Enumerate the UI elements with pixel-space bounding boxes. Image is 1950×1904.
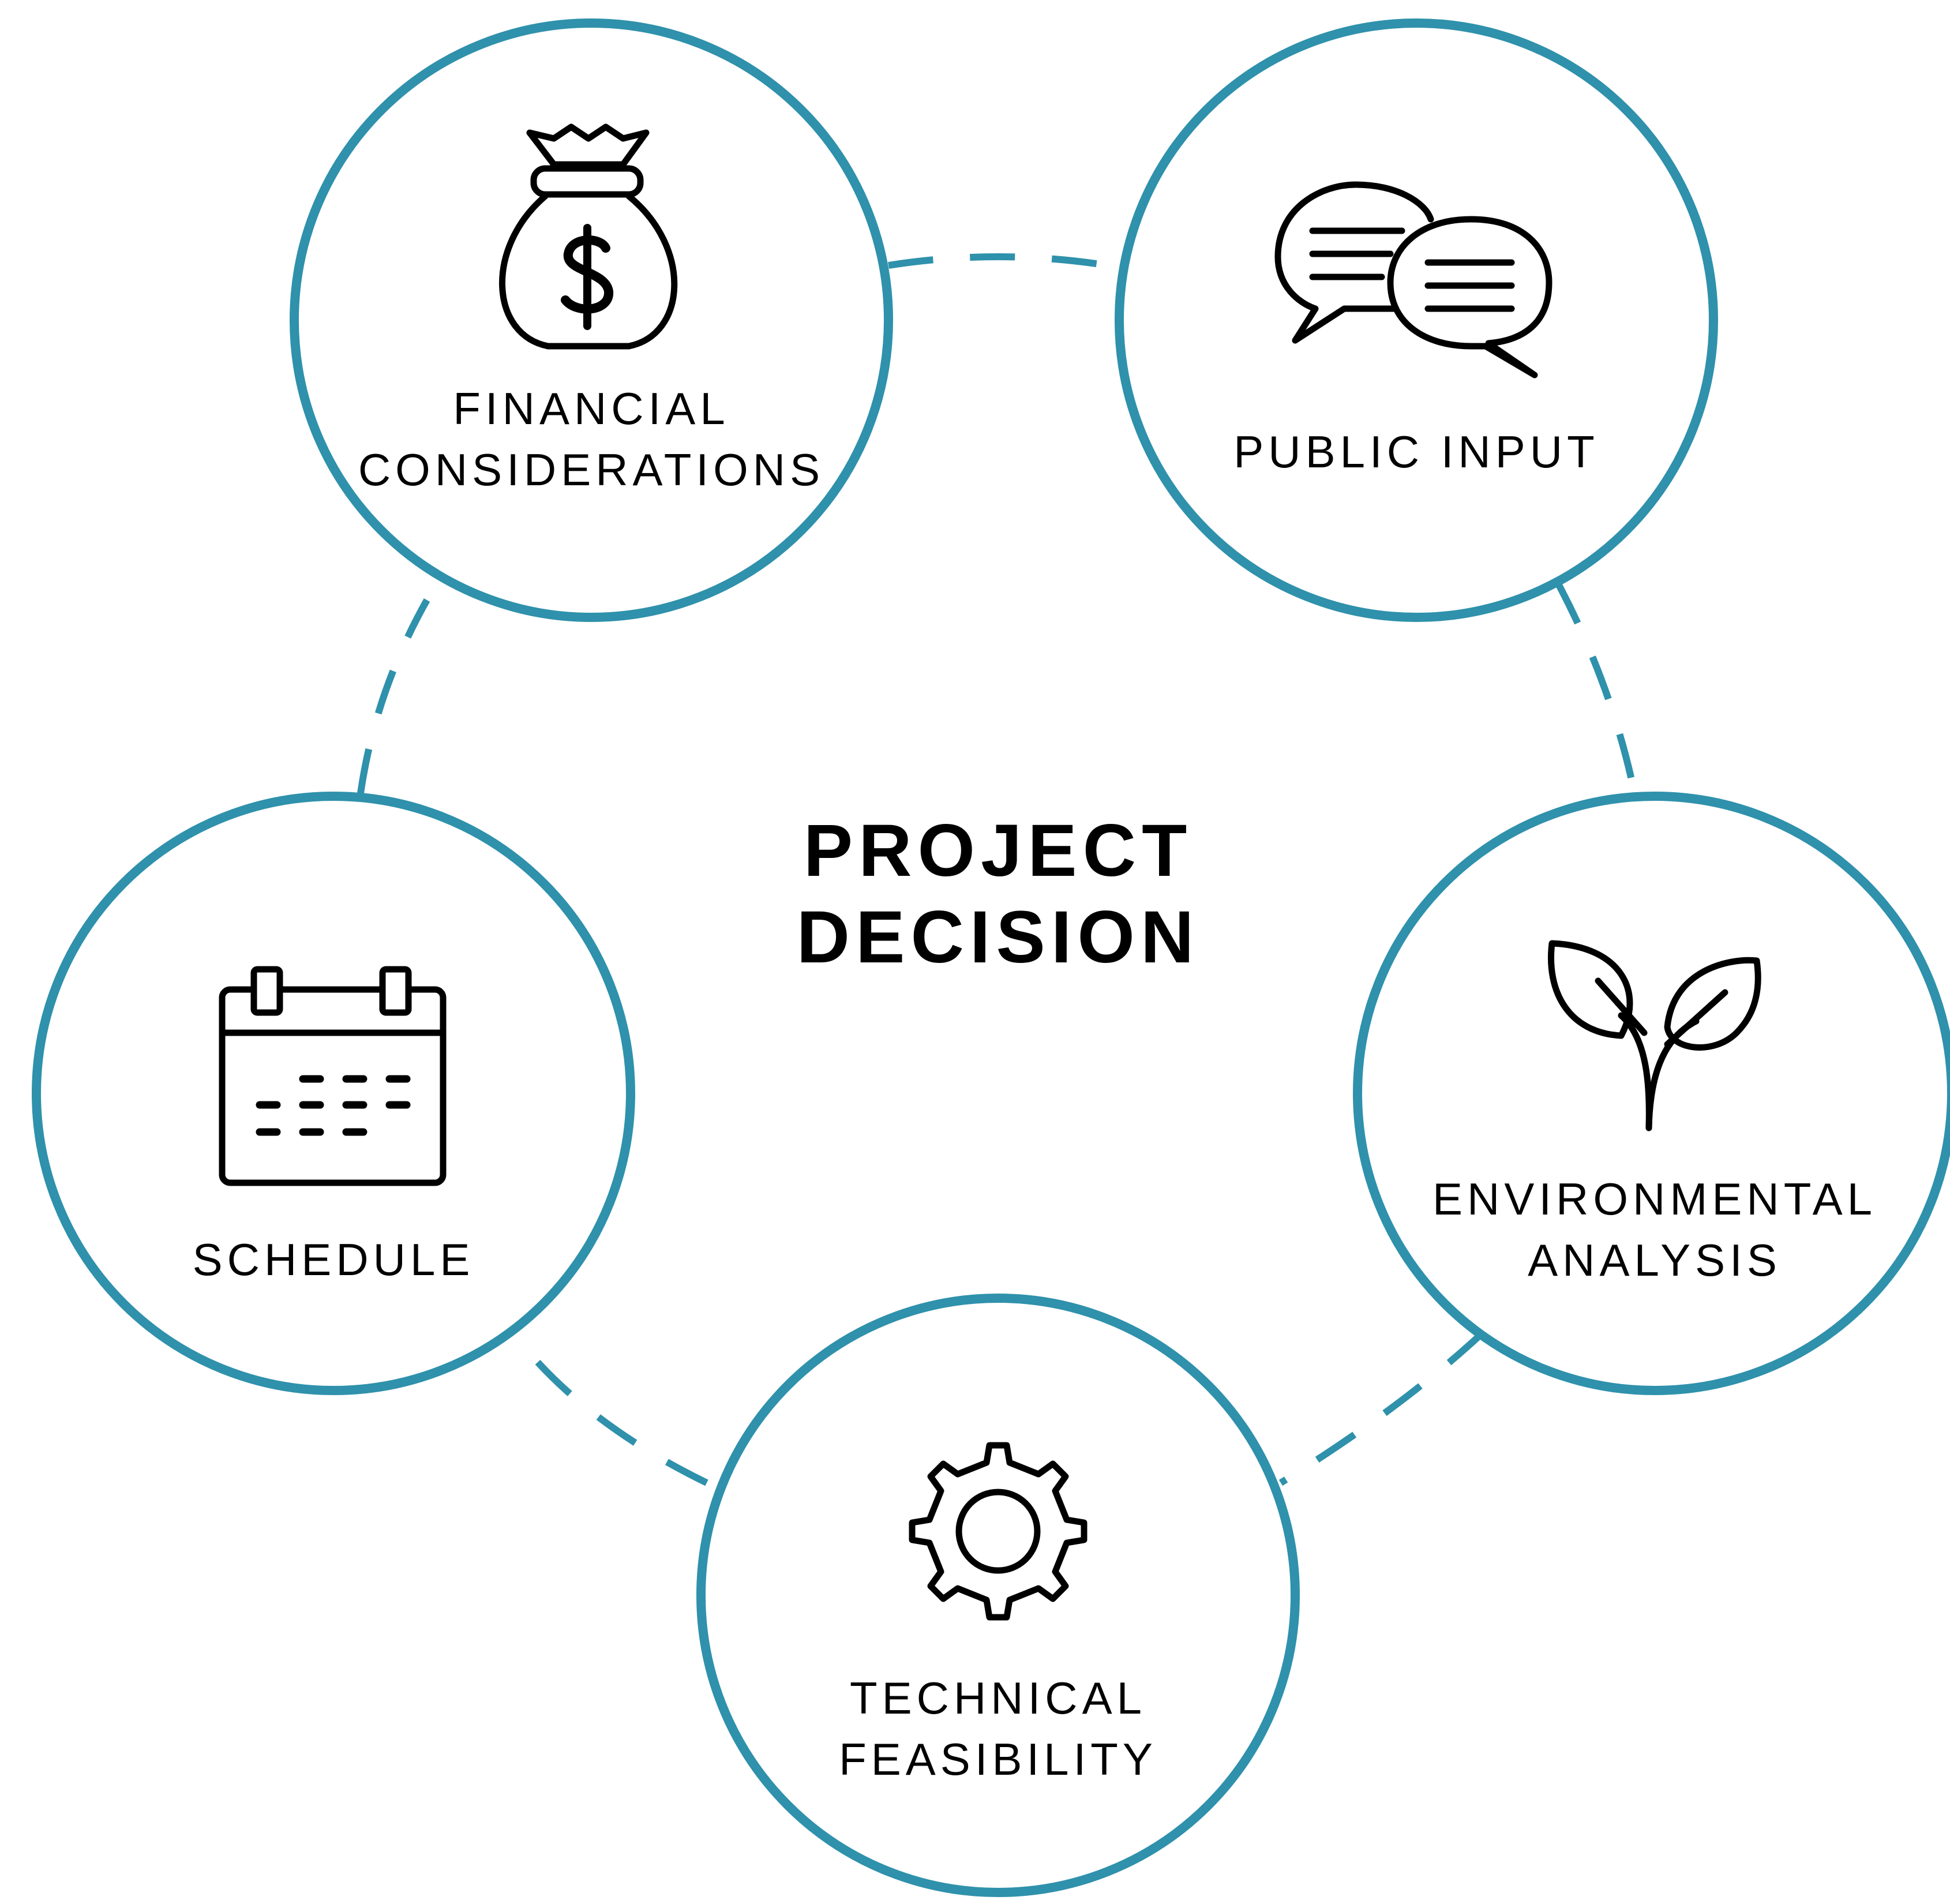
node-label-public: PUBLIC INPUT xyxy=(1157,421,1676,482)
node-label-financial-line-1: FINANCIAL xyxy=(453,383,730,434)
node-label-schedule-line-1: SCHEDULE xyxy=(192,1234,475,1285)
calendar-icon xyxy=(219,966,447,1186)
node-label-schedule: SCHEDULE xyxy=(74,1229,593,1290)
node-label-public-line-1: PUBLIC INPUT xyxy=(1233,426,1599,477)
sprout-icon xyxy=(1548,940,1761,1131)
gear-icon xyxy=(909,1442,1088,1621)
node-ring-environmental xyxy=(1353,792,1950,1395)
speech-bubbles-icon xyxy=(1274,181,1552,378)
node-label-technical-line-2: FEASIBILITY xyxy=(839,1734,1157,1785)
connector-schedule-financial xyxy=(357,598,430,794)
node-label-financial: FINANCIAL CONSIDERATIONS xyxy=(332,378,851,500)
center-title-line-2: DECISION xyxy=(796,896,1200,979)
node-ring-technical xyxy=(696,1294,1300,1897)
node-label-environmental: ENVIRONMENTAL ANALYSIS xyxy=(1395,1168,1914,1291)
connector-environmental-technical xyxy=(1278,1330,1486,1486)
connector-financial-public xyxy=(888,253,1108,269)
connector-public-environmental xyxy=(1554,581,1636,786)
money-bag-icon xyxy=(499,123,678,350)
node-label-environmental-line-1: ENVIRONMENTAL xyxy=(1432,1174,1877,1224)
node-ring-schedule xyxy=(32,792,635,1395)
node-label-financial-line-2: CONSIDERATIONS xyxy=(358,444,825,495)
center-title: PROJECT DECISION xyxy=(710,808,1287,981)
node-label-technical: TECHNICAL FEASIBILITY xyxy=(738,1667,1258,1790)
node-label-environmental-line-2: ANALYSIS xyxy=(1528,1235,1782,1285)
node-label-technical-line-1: TECHNICAL xyxy=(849,1673,1147,1723)
connector-technical-schedule xyxy=(519,1342,708,1486)
center-title-line-1: PROJECT xyxy=(803,809,1193,892)
node-ring-financial xyxy=(290,18,893,622)
node-ring-public xyxy=(1115,18,1718,622)
